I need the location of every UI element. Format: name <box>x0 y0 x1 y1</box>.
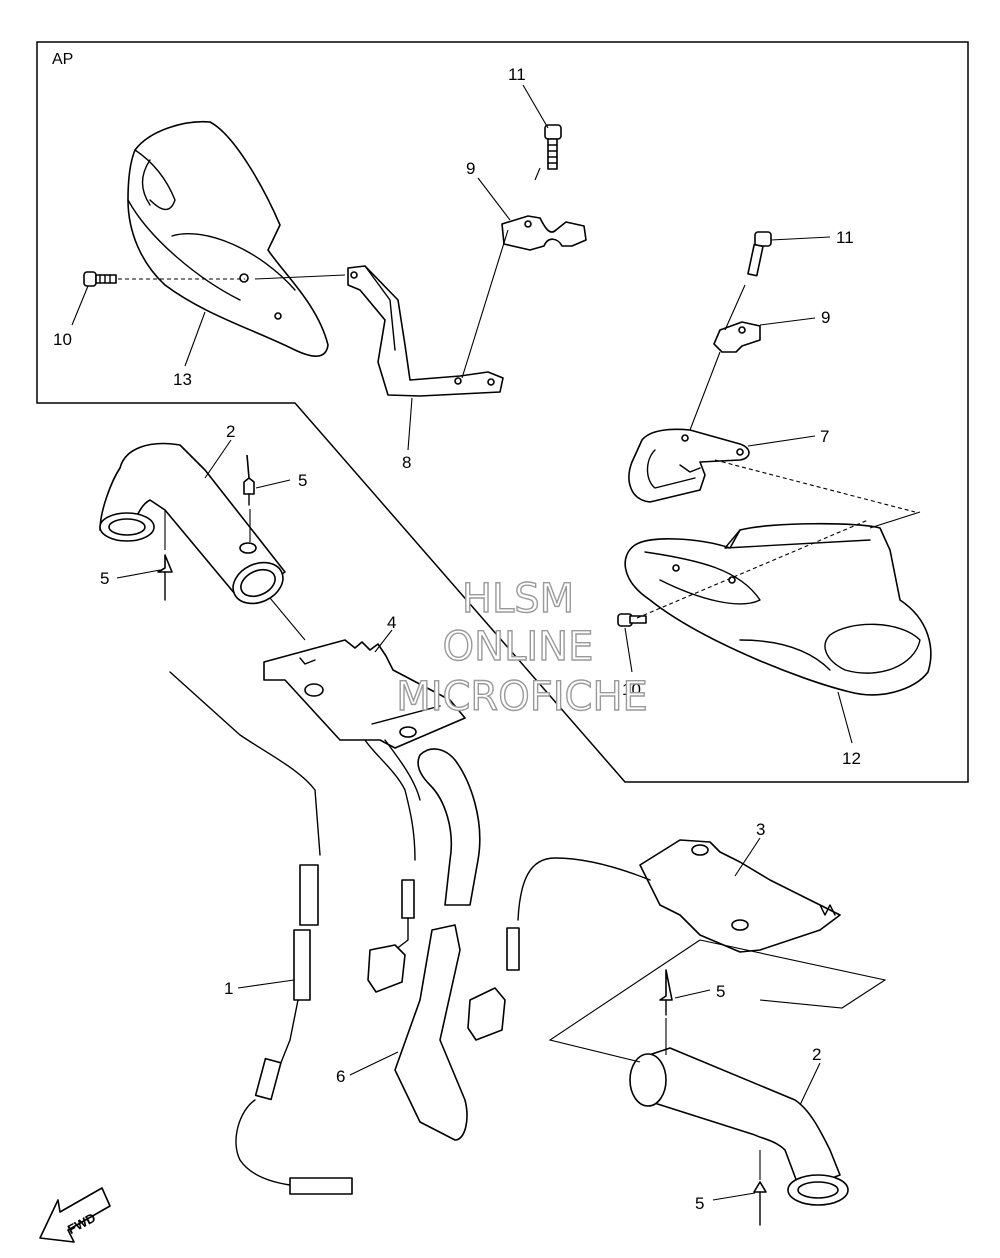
grip-tube-lower <box>629 1047 849 1206</box>
leader-9-top <box>477 177 511 221</box>
callout-8: 8 <box>402 453 411 472</box>
assembly-line-13 <box>534 167 541 181</box>
leader-5-a <box>255 479 291 489</box>
callout-13: 13 <box>173 370 192 389</box>
heater-element-right <box>467 839 841 1041</box>
leader-11-right <box>770 236 831 241</box>
heater-element-left <box>263 639 466 801</box>
leader-11-top <box>522 84 549 129</box>
callout-1: 1 <box>224 979 233 998</box>
heater-left-wiring <box>364 739 416 993</box>
ap-group-label: AP <box>52 51 73 68</box>
leader-13 <box>184 311 206 367</box>
assembly-line-1 <box>254 274 346 280</box>
callout-5-a: 5 <box>298 471 307 490</box>
grip-tube-upper <box>99 442 286 605</box>
leader-1 <box>237 979 295 989</box>
screw-right <box>617 613 647 627</box>
bracket-right <box>628 428 750 503</box>
leader-10-right <box>624 627 633 673</box>
leader-4 <box>374 629 393 653</box>
assembly-line-8 <box>269 597 306 641</box>
callout-5-d: 5 <box>695 1194 704 1213</box>
leader-10-left <box>71 285 89 326</box>
watermark-line-1: HLSM <box>462 576 574 622</box>
fwd-arrow-icon: FWD <box>39 1187 111 1243</box>
leader-8 <box>407 397 413 451</box>
rivet-1 <box>243 454 255 506</box>
rivet-3 <box>659 969 673 1016</box>
callout-9-right: 9 <box>821 308 830 327</box>
hand-guard-right <box>624 522 932 696</box>
leader-2-top <box>204 439 232 479</box>
clamp-right <box>713 321 761 353</box>
assembly-line-10 <box>699 939 887 1009</box>
bolt-right <box>747 231 772 277</box>
assembly-line-5 <box>869 511 921 529</box>
hose-grommet <box>394 748 481 1141</box>
rivet-4 <box>753 1181 767 1226</box>
clamp-top <box>501 215 587 251</box>
callout-2-top: 2 <box>226 422 235 441</box>
assembly-line-3 <box>724 284 746 331</box>
callout-5-b: 5 <box>100 569 109 588</box>
assembly-line-guard-right-2 <box>714 459 916 513</box>
leader-5-c <box>674 989 711 999</box>
leader-6 <box>349 1051 399 1076</box>
callout-11-top: 11 <box>508 65 526 84</box>
screw-top-left <box>83 271 117 287</box>
callout-10-left: 10 <box>53 330 72 349</box>
callout-10-right: 10 <box>622 680 641 699</box>
assembly-line-9 <box>548 939 701 1063</box>
watermark-line-3: MICROFICHE <box>396 674 648 720</box>
bolt-top <box>544 124 562 170</box>
callout-3: 3 <box>756 820 765 839</box>
callout-6: 6 <box>336 1067 345 1086</box>
leader-5-d <box>712 1192 756 1201</box>
leader-9-right <box>759 317 816 326</box>
watermark: HLSM ONLINE MICROFICHE <box>395 575 648 720</box>
leader-2-bottom <box>799 1062 821 1106</box>
callout-9-top: 9 <box>466 159 475 178</box>
callout-2-bottom: 2 <box>812 1045 821 1064</box>
assembly-line-4 <box>689 351 721 431</box>
rivet-2 <box>157 554 173 601</box>
callout-11-right: 11 <box>836 228 854 247</box>
leader-7 <box>747 435 816 447</box>
throttle-cable <box>169 671 353 1195</box>
leader-3 <box>734 837 761 877</box>
hand-guard-left <box>127 120 329 357</box>
assembly-line-2 <box>461 229 509 379</box>
bracket-left <box>347 265 504 397</box>
watermark-line-2: ONLINE <box>443 624 594 670</box>
callout-5-c: 5 <box>716 982 725 1001</box>
callout-7: 7 <box>820 427 829 446</box>
leader-5-b <box>116 569 161 579</box>
callout-4: 4 <box>387 613 396 632</box>
callout-12: 12 <box>842 749 861 768</box>
ap-group-boundary <box>36 41 969 783</box>
leader-12 <box>837 691 853 744</box>
